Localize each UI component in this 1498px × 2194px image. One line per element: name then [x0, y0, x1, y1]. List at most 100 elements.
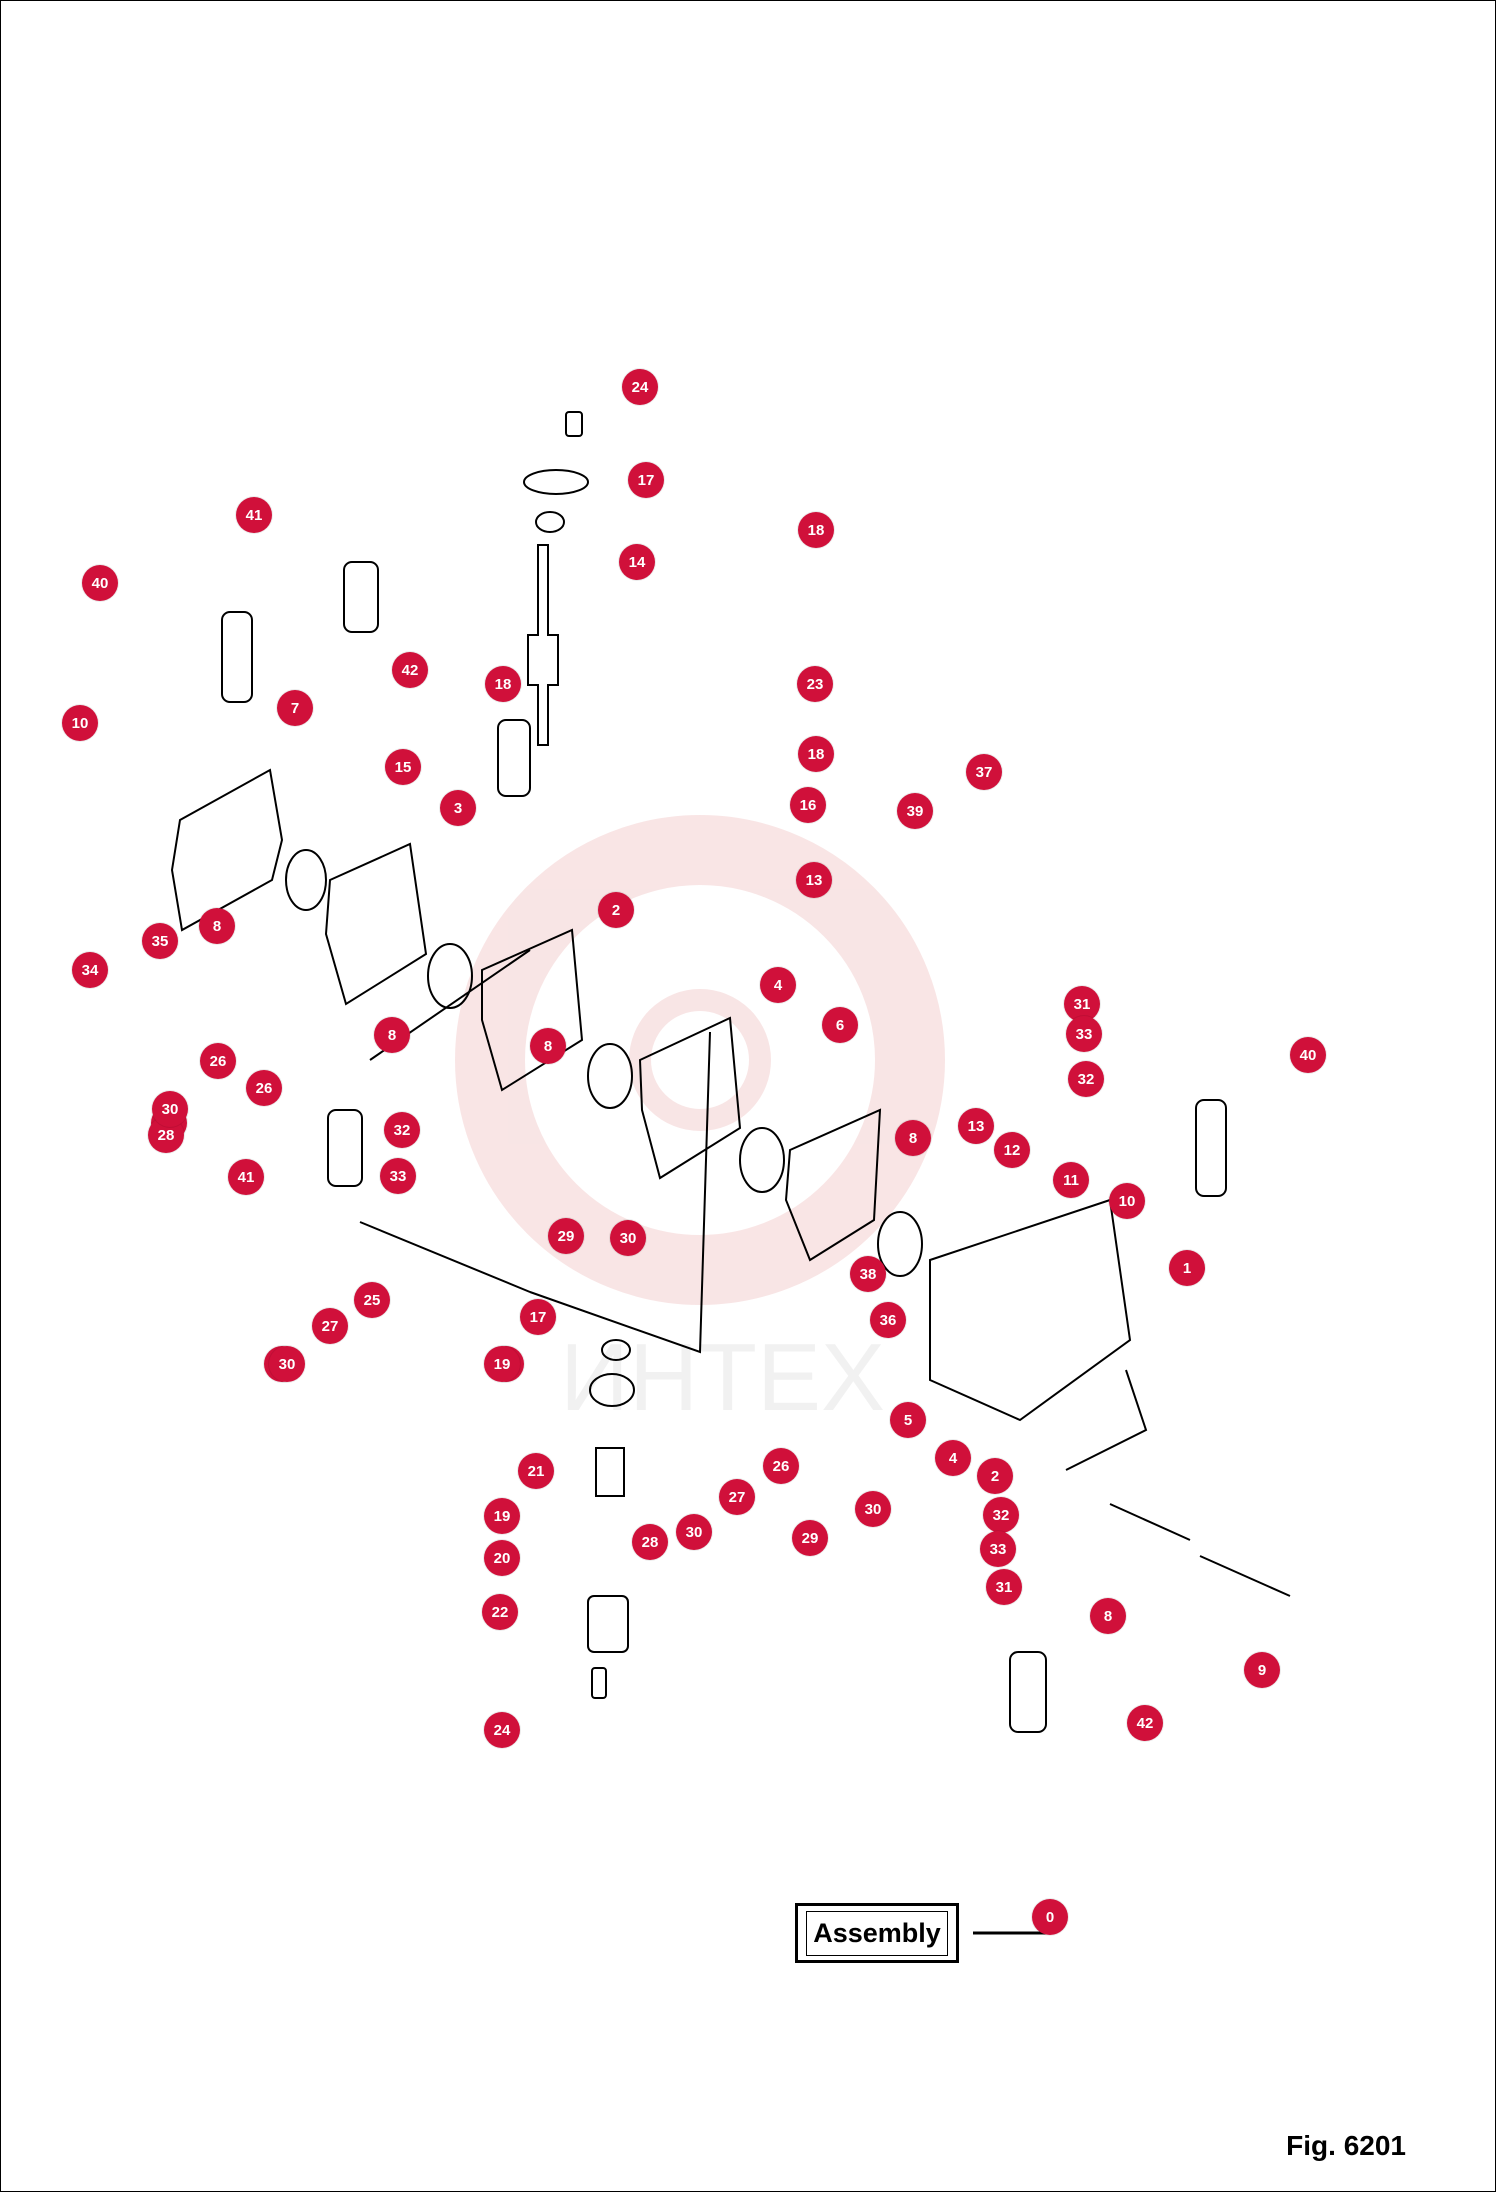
- callout-badge-40[interactable]: 40: [82, 565, 118, 601]
- callout-badge-30[interactable]: 30: [152, 1091, 188, 1127]
- callout-badge-13[interactable]: 13: [958, 1108, 994, 1144]
- assembly-bracket-right: [1065, 1369, 1148, 1471]
- valve-body-main-1: [929, 1198, 1132, 1422]
- callout-badge-41[interactable]: 41: [228, 1159, 264, 1195]
- plate-18-bottom: [589, 1373, 635, 1407]
- callout-badge-4[interactable]: 4: [760, 967, 796, 1003]
- callout-badge-19[interactable]: 19: [484, 1346, 520, 1382]
- callout-badge-8[interactable]: 8: [895, 1120, 931, 1156]
- callout-badge-0[interactable]: 0: [1032, 1899, 1068, 1935]
- callout-badge-12[interactable]: 12: [994, 1132, 1030, 1168]
- spring-21: [595, 1447, 625, 1497]
- callout-badge-18[interactable]: 18: [798, 512, 834, 548]
- watermark: ИНТЕХ: [455, 815, 945, 1431]
- callout-badge-32[interactable]: 32: [384, 1112, 420, 1148]
- callout-badge-2[interactable]: 2: [598, 892, 634, 928]
- callout-badge-30[interactable]: 30: [269, 1346, 305, 1382]
- callout-badge-8[interactable]: 8: [199, 908, 235, 944]
- callout-badge-23[interactable]: 23: [797, 666, 833, 702]
- section-body-2: [481, 928, 584, 1092]
- callout-badge-25[interactable]: 25: [354, 1282, 390, 1318]
- callout-badge-30[interactable]: 30: [676, 1514, 712, 1550]
- screw-25: [591, 1667, 607, 1699]
- watermark-hub: [629, 989, 771, 1131]
- callout-badge-2[interactable]: 2: [977, 1458, 1013, 1494]
- callout-badge-36[interactable]: 36: [870, 1302, 906, 1338]
- callout-badge-4[interactable]: 4: [935, 1440, 971, 1476]
- o-ring-8-c: [587, 1043, 633, 1109]
- cap-23: [587, 1595, 629, 1653]
- callout-badge-26[interactable]: 26: [200, 1043, 236, 1079]
- callout-badge-19[interactable]: 19: [484, 1498, 520, 1534]
- callout-badge-38[interactable]: 38: [850, 1256, 886, 1292]
- callout-badge-27[interactable]: 27: [719, 1479, 755, 1515]
- callout-badge-28[interactable]: 28: [632, 1524, 668, 1560]
- callout-badge-32[interactable]: 32: [983, 1497, 1019, 1533]
- o-ring-8-a: [285, 849, 327, 911]
- callout-badge-29[interactable]: 29: [548, 1218, 584, 1254]
- callout-badge-5[interactable]: 5: [890, 1402, 926, 1438]
- callout-badge-8[interactable]: 8: [374, 1017, 410, 1053]
- section-body-4: [638, 1016, 742, 1180]
- seal-17-bottom: [601, 1339, 631, 1361]
- callout-badge-33[interactable]: 33: [380, 1158, 416, 1194]
- callout-badge-22[interactable]: 22: [482, 1594, 518, 1630]
- callout-badge-30[interactable]: 30: [855, 1491, 891, 1527]
- callout-badge-41[interactable]: 41: [236, 497, 272, 533]
- callout-badge-14[interactable]: 14: [619, 544, 655, 580]
- callout-badge-10[interactable]: 10: [62, 705, 98, 741]
- spool-15: [527, 544, 559, 746]
- screw-24-top: [565, 411, 583, 437]
- assembly-box: Assembly: [795, 1903, 959, 1963]
- callout-badge-40[interactable]: 40: [1290, 1037, 1326, 1073]
- callout-badge-33[interactable]: 33: [980, 1531, 1016, 1567]
- callout-badge-32[interactable]: 32: [1068, 1061, 1104, 1097]
- callout-badge-26[interactable]: 26: [763, 1448, 799, 1484]
- callout-badge-33[interactable]: 33: [1066, 1016, 1102, 1052]
- callout-badge-34[interactable]: 34: [72, 952, 108, 988]
- watermark-gear: [455, 815, 945, 1305]
- callout-badge-42[interactable]: 42: [392, 652, 428, 688]
- callout-badge-16[interactable]: 16: [790, 787, 826, 823]
- section-body-6: [784, 1108, 882, 1262]
- callout-badge-11[interactable]: 11: [1053, 1162, 1089, 1198]
- section-body-3: [324, 842, 428, 1006]
- callout-badge-3[interactable]: 3: [440, 790, 476, 826]
- callout-badge-31[interactable]: 31: [986, 1569, 1022, 1605]
- figure-label: Fig. 6201: [1286, 2130, 1406, 2161]
- tie-bolt-9: [1109, 1503, 1291, 1597]
- callout-badge-30[interactable]: 30: [610, 1220, 646, 1256]
- callout-badge-20[interactable]: 20: [484, 1540, 520, 1576]
- callout-badge-18[interactable]: 18: [798, 736, 834, 772]
- callout-badge-17[interactable]: 17: [628, 462, 664, 498]
- callout-badge-15[interactable]: 15: [385, 749, 421, 785]
- callout-badge-42[interactable]: 42: [1127, 1705, 1163, 1741]
- callout-badge-1[interactable]: 1: [1169, 1250, 1205, 1286]
- assembly-label: Assembly: [806, 1910, 948, 1956]
- callout-badge-8[interactable]: 8: [1090, 1598, 1126, 1634]
- callout-badge-21[interactable]: 21: [518, 1453, 554, 1489]
- callout-badge-6[interactable]: 6: [822, 1007, 858, 1043]
- relief-valve-40-right: [1195, 1099, 1227, 1197]
- o-ring-8-d: [739, 1127, 785, 1193]
- callout-badge-18[interactable]: 18: [485, 666, 521, 702]
- callout-badge-27[interactable]: 27: [312, 1308, 348, 1344]
- callout-badge-29[interactable]: 29: [792, 1520, 828, 1556]
- watermark-text: ИНТЕХ: [560, 1324, 885, 1431]
- callout-badge-26[interactable]: 26: [246, 1070, 282, 1106]
- relief-valve-41-bottom: [327, 1109, 363, 1187]
- callout-badge-7[interactable]: 7: [277, 690, 313, 726]
- callout-badge-24[interactable]: 24: [484, 1712, 520, 1748]
- callout-badge-13[interactable]: 13: [796, 862, 832, 898]
- callout-badge-17[interactable]: 17: [520, 1299, 556, 1335]
- callout-badge-9[interactable]: 9: [1244, 1652, 1280, 1688]
- callout-badge-35[interactable]: 35: [142, 923, 178, 959]
- callout-badge-37[interactable]: 37: [966, 754, 1002, 790]
- callout-badge-8[interactable]: 8: [530, 1028, 566, 1064]
- callout-badge-39[interactable]: 39: [897, 793, 933, 829]
- callout-badge-24[interactable]: 24: [622, 369, 658, 405]
- end-cover-7: [170, 768, 284, 932]
- o-ring-8-b: [427, 943, 473, 1009]
- callout-badge-10[interactable]: 10: [1109, 1183, 1145, 1219]
